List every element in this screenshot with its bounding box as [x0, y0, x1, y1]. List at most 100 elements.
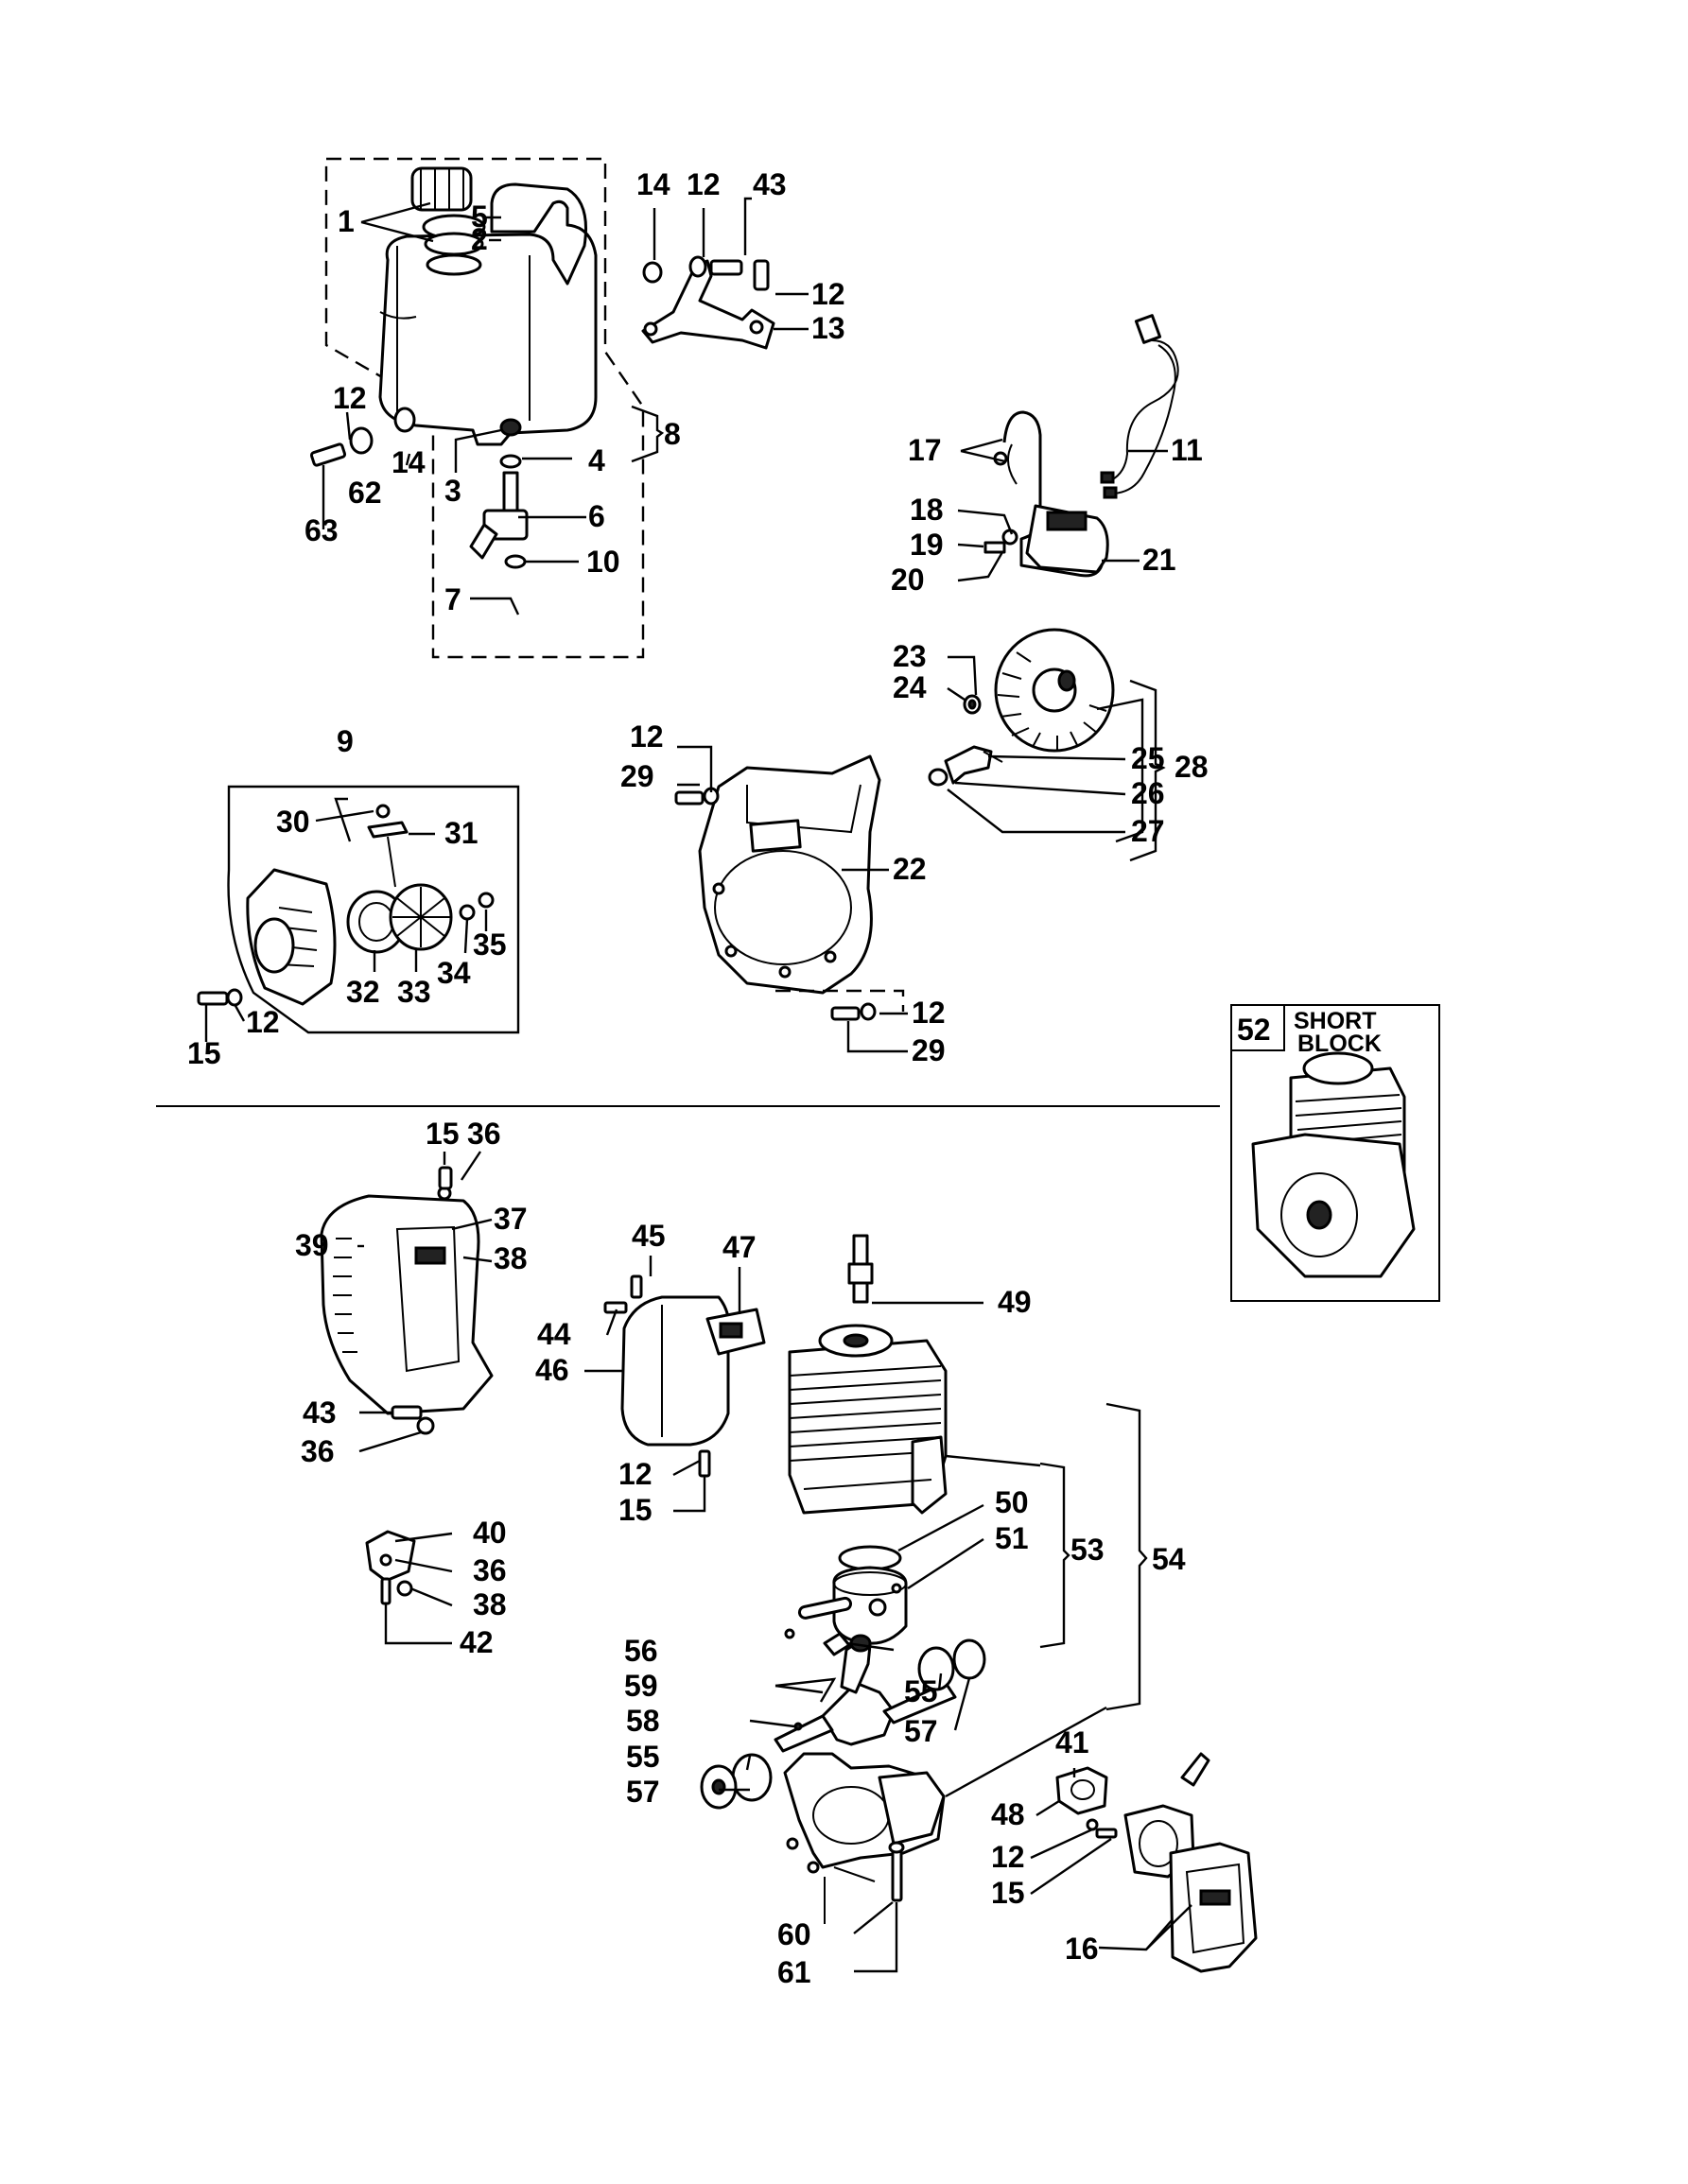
- callout-c55b: 55: [626, 1740, 660, 1774]
- callout-c36c: 36: [473, 1553, 507, 1587]
- callout-c6: 6: [588, 499, 605, 533]
- fuel-tank: [378, 182, 598, 446]
- callout-c58: 58: [626, 1704, 660, 1738]
- callout-c45: 45: [632, 1219, 666, 1253]
- short-block-label-line1: SHORT: [1294, 1008, 1377, 1034]
- cover-screw: [391, 1405, 423, 1420]
- callout-c35: 35: [473, 927, 507, 962]
- cover-washer: [416, 1416, 435, 1435]
- callout-c12b: 12: [687, 167, 721, 201]
- callout-c42: 42: [460, 1625, 494, 1659]
- callout-c15d: 15: [991, 1876, 1025, 1910]
- crankshaft: [700, 1632, 986, 1810]
- callout-c12g: 12: [618, 1457, 653, 1491]
- callout-c40: 40: [473, 1516, 507, 1550]
- callout-c39: 39: [295, 1228, 329, 1262]
- carburetor-assembly: [1123, 1752, 1258, 1973]
- callout-c49: 49: [998, 1285, 1032, 1319]
- fan-housing: [674, 754, 881, 1021]
- tank-mount-bolt-left: [309, 407, 416, 467]
- callout-c14b: 14: [636, 167, 670, 201]
- short-block-number-box: [1230, 1004, 1285, 1051]
- callout-c12a: 12: [333, 381, 367, 415]
- callout-c60: 60: [777, 1917, 811, 1951]
- callout-c25: 25: [1131, 741, 1165, 775]
- callout-c12h: 12: [991, 1840, 1025, 1874]
- callout-c59: 59: [624, 1669, 658, 1703]
- block-group-brace: [1105, 1402, 1148, 1711]
- callout-c27: 27: [1131, 814, 1165, 848]
- starter-washer: [226, 988, 243, 1007]
- flywheel: [963, 628, 1115, 753]
- callout-c48: 48: [991, 1797, 1025, 1831]
- leader-lines: [204, 197, 1192, 1973]
- callout-c2: 2: [471, 222, 488, 256]
- cylinder: [788, 1324, 948, 1515]
- callout-c53: 53: [1070, 1533, 1105, 1567]
- callout-c56: 56: [624, 1634, 658, 1668]
- callout-c44: 44: [537, 1317, 571, 1351]
- callout-c10: 10: [586, 545, 620, 579]
- callout-c47: 47: [722, 1230, 757, 1264]
- callout-c61: 61: [777, 1955, 811, 1989]
- callout-c12d: 12: [630, 719, 664, 754]
- callout-c28: 28: [1175, 750, 1209, 784]
- callout-c62: 62: [348, 476, 382, 510]
- spark-plug: [847, 1234, 874, 1304]
- crankcase: [783, 1752, 946, 1924]
- callout-c29b: 29: [912, 1033, 946, 1067]
- callout-c57b: 57: [626, 1775, 660, 1809]
- starter-pawls: [928, 745, 1003, 787]
- ignition-module: [983, 410, 1109, 578]
- intake-adapter: [1055, 1766, 1118, 1839]
- callout-c30: 30: [276, 805, 310, 839]
- callout-c29a: 29: [620, 759, 654, 793]
- fuel-cap: [410, 166, 486, 276]
- cylinder-cover: [320, 1166, 494, 1415]
- starter-pulley: [346, 883, 495, 954]
- callout-c22: 22: [893, 852, 927, 886]
- fan-housing-bolt-frame: [775, 989, 905, 1012]
- callout-c15c: 15: [618, 1493, 653, 1527]
- fuel-tank-assembly-frame: [324, 157, 645, 659]
- callout-c31: 31: [444, 816, 479, 850]
- callout-c18: 18: [910, 493, 944, 527]
- flywheel-group-brace: [1129, 679, 1166, 862]
- callout-c43a: 43: [753, 167, 787, 201]
- callout-c17: 17: [908, 433, 942, 467]
- callout-c38b: 38: [473, 1587, 507, 1621]
- callout-c36b: 36: [301, 1434, 335, 1468]
- starter-assembly-frame: [227, 785, 520, 1034]
- callout-c7: 7: [444, 582, 461, 616]
- tank-group-brace: [631, 405, 665, 463]
- callout-c24: 24: [893, 670, 927, 704]
- callout-c43b: 43: [303, 1395, 337, 1430]
- callout-c23: 23: [893, 639, 927, 673]
- callout-c13: 13: [811, 311, 845, 345]
- short-block-box: [1230, 1004, 1440, 1302]
- callout-c63: 63: [305, 513, 339, 547]
- callout-c4: 4: [588, 443, 605, 477]
- ground-wire: [1100, 314, 1179, 499]
- piston-ring: [838, 1545, 902, 1571]
- fuel-outlet-and-valve: [469, 418, 636, 649]
- callout-c11: 11: [1171, 433, 1203, 467]
- short-block-number: 52: [1237, 1013, 1271, 1047]
- callout-c5: 5: [471, 199, 488, 234]
- callout-c36a: 36: [467, 1117, 501, 1151]
- callout-c41: 41: [1055, 1725, 1089, 1759]
- callout-c1: 1: [338, 204, 355, 238]
- callout-c46: 46: [535, 1353, 569, 1387]
- callout-c12c: 12: [811, 277, 845, 311]
- piston-group-brace: [1039, 1462, 1070, 1649]
- small-bracket: [365, 1530, 416, 1605]
- callout-c19: 19: [910, 528, 944, 562]
- callout-c3: 3: [444, 474, 461, 508]
- callout-c33: 33: [397, 975, 431, 1009]
- callout-c12f: 12: [246, 1005, 280, 1039]
- callout-c50: 50: [995, 1485, 1029, 1519]
- callout-c16: 16: [1065, 1932, 1099, 1966]
- piston: [784, 1566, 908, 1645]
